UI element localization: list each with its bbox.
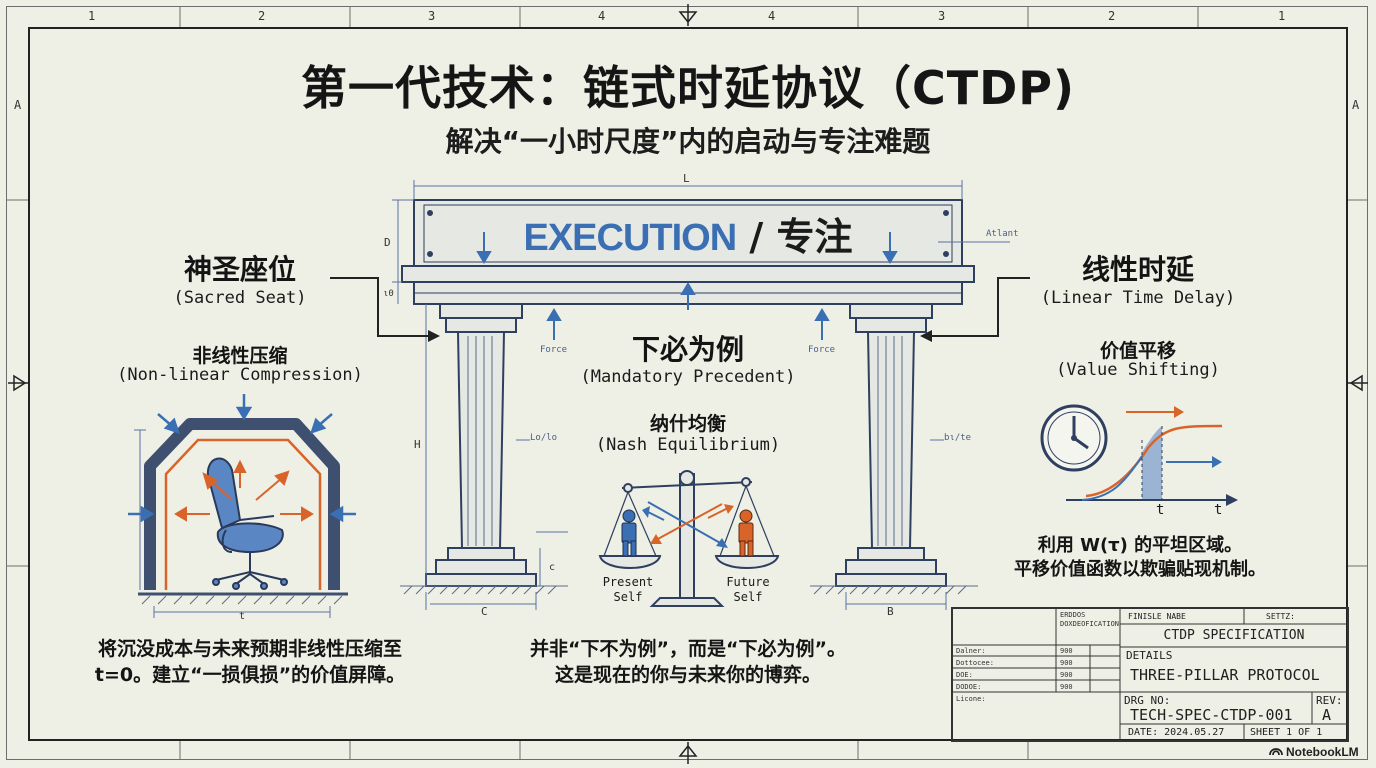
zone-marker: 3: [938, 9, 946, 23]
right-caption-line: 利用 W(τ) 的平坦区域。: [1037, 535, 1243, 556]
left-caption-line: 将沉没成本与未来预期非线性压缩至: [97, 638, 402, 660]
linear-time-delay-heading: 线性时延: [1081, 253, 1194, 286]
mandatory-precedent-heading-en: (Mandatory Precedent): [580, 367, 796, 387]
title-block-finisle: FINISLE NABE: [1128, 612, 1186, 621]
time-axis-label: t: [1156, 502, 1165, 518]
page-subtitle: 解决“一小时尺度”内的启动与专注难题: [445, 125, 931, 158]
title-block-row-label: DODOE:: [956, 683, 982, 691]
mandatory-precedent-heading: 下必为例: [631, 333, 744, 366]
beam-label-en: EXECUTION: [523, 217, 737, 259]
title-block-spec: CTDP SPECIFICATION: [1163, 628, 1305, 643]
dim-label-t: t: [239, 611, 246, 622]
zone-marker: 4: [768, 9, 776, 23]
left-pillar: [425, 303, 537, 587]
zone-marker: 2: [258, 9, 266, 23]
force-label-right: Force: [808, 345, 836, 355]
value-shifting-label: 价值平移: [1099, 340, 1176, 362]
future-self-figure: [738, 509, 754, 557]
beam-label-cn: 专注: [776, 215, 853, 259]
right-caption-line: 平移价值函数以欺骗贴现机制。: [1014, 559, 1266, 580]
dim-label-d-small: ι0: [383, 289, 394, 299]
title-block-row-label: DOE:: [956, 671, 973, 679]
beam-label: EXECUTION / 专注: [414, 212, 962, 263]
right-caption: 利用 W(τ) 的平坦区域。 平移价值函数以欺骗贴现机制。: [990, 534, 1290, 582]
title-block-drg-label: DRG NO:: [1124, 694, 1171, 707]
dim-label-b: B: [887, 605, 894, 618]
present-self-figure: [621, 509, 637, 557]
nonlinear-compression-label-en: (Non-linear Compression): [117, 365, 363, 385]
linear-time-delay-heading-en: (Linear Time Delay): [1040, 288, 1236, 308]
zone-marker: 4: [598, 9, 606, 23]
zone-marker: A: [1352, 98, 1360, 112]
force-label-left: Force: [540, 345, 568, 355]
present-self-label: Present Self: [592, 575, 664, 605]
sacred-seat-heading-en: (Sacred Seat): [173, 288, 307, 308]
future-self-label-line: Future: [726, 575, 770, 589]
page-title: 第一代技术：链式时延协议（CTDP): [300, 61, 1076, 115]
left-caption: 将沉没成本与未来预期非线性压缩至 t=0。建立“一损俱损”的价值屏障。: [60, 636, 440, 688]
title-block-row-value: 900: [1060, 671, 1073, 679]
title-block-settz: SETTZ:: [1266, 612, 1295, 621]
chair-icon: [206, 457, 288, 590]
balance-scale-icon: [598, 470, 780, 607]
dim-label-l: L: [683, 172, 690, 185]
dim-note-right: bι/te: [944, 433, 972, 443]
dim-label-h: H: [414, 438, 421, 451]
title-block-sheet: SHEET 1 OF 1: [1250, 727, 1323, 738]
title-block-row-label: Dalner:: [956, 647, 986, 655]
nash-equilibrium-label-en: (Nash Equilibrium): [595, 435, 781, 455]
value-shifting-label-en: (Value Shifting): [1056, 360, 1220, 380]
dim-label-c: C: [481, 605, 488, 618]
notebooklm-logo-icon: [1269, 748, 1283, 756]
title-block-drg-value: TECH-SPEC-CTDP-001: [1130, 706, 1293, 724]
center-caption: 并非“下不为例”，而是“下必为例”。 这是现在的你与未来你的博弈。: [488, 636, 888, 688]
title-block-row-value: 900: [1060, 683, 1073, 691]
atlant-label: Atlant: [986, 229, 1019, 239]
sacred-seat-heading: 神圣座位: [183, 253, 296, 286]
time-axis-label: t: [1214, 502, 1223, 518]
future-self-label-line: Self: [733, 590, 763, 604]
title-block-details-value: THREE-PILLAR PROTOCOL: [1130, 666, 1320, 684]
sacred-seat-enclosure: [134, 418, 348, 618]
zone-marker: A: [14, 98, 22, 112]
title-block-row-value: 900: [1060, 659, 1073, 667]
title-block-row-value: 900: [1060, 647, 1073, 655]
zone-marker: 2: [1108, 9, 1116, 23]
clock-icon: [1040, 404, 1108, 472]
zone-marker: 1: [1278, 9, 1286, 23]
title-block-date: DATE: 2024.05.27: [1128, 727, 1225, 738]
title-block-rev-label: REV:: [1316, 694, 1343, 707]
center-caption-line: 这是现在的你与未来你的博弈。: [554, 664, 821, 686]
title-block-header-left: ERDDOS DOXDEOFICATION: [1060, 611, 1120, 628]
dim-label-c-small: c: [549, 562, 556, 573]
title-block-license: Licone:: [956, 695, 986, 703]
nonlinear-compression-label: 非线性压缩: [192, 345, 288, 367]
future-self-label: Future Self: [712, 575, 784, 605]
present-self-label-line: Present: [602, 575, 654, 589]
nash-equilibrium-label: 纳什均衡: [649, 413, 726, 435]
title-block-row-label: Dottocee:: [956, 659, 994, 667]
right-pillar: [835, 303, 947, 587]
centering-marks: [8, 4, 1368, 764]
left-caption-line: t=0。建立“一损俱损”的价值屏障。: [94, 664, 406, 686]
center-caption-line: 并非“下不为例”，而是“下必为例”。: [530, 638, 846, 660]
zone-marker: 3: [428, 9, 436, 23]
dim-note-left: Lo/lo: [530, 433, 558, 443]
brand-label: NotebookLM: [1286, 745, 1359, 759]
beam-label-sep: /: [736, 215, 777, 259]
title-block-details-label: DETAILS: [1126, 649, 1173, 662]
title-block: [951, 607, 1349, 742]
dim-label-d: D: [384, 236, 391, 249]
present-self-label-line: Self: [613, 590, 643, 604]
drawing-inner-border: [28, 27, 1348, 741]
zone-marker: 1: [88, 9, 96, 23]
execution-beam: [401, 199, 975, 305]
value-shift-chart: [1066, 406, 1238, 506]
title-block-rev-value: A: [1322, 706, 1332, 724]
